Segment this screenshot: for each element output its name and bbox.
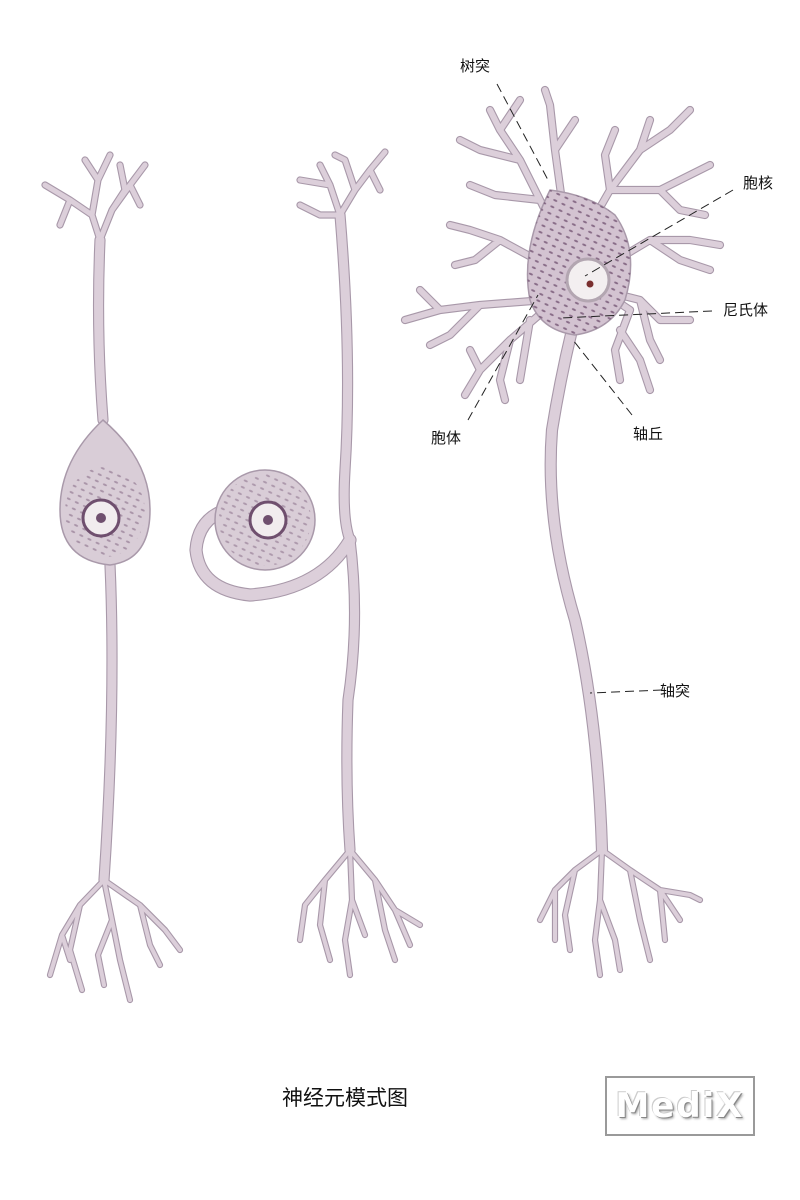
neuron-process: [597, 237, 723, 393]
label-nucleus: 胞核: [743, 174, 774, 192]
neuron-process: [545, 325, 607, 855]
label-cell-body: 胞体: [431, 429, 462, 447]
neuron-process: [99, 560, 117, 885]
medix-logo: MediX: [605, 1076, 755, 1136]
neuron-process: [298, 848, 422, 977]
neuron-process: [402, 222, 558, 403]
leader-nissl-body: [559, 310, 713, 319]
label-nissl-body: 尼氏体: [723, 301, 769, 319]
leader-nucleus: [584, 189, 734, 277]
bipolar-neuron-soma: [59, 418, 151, 566]
leader-dendrite: [496, 83, 549, 181]
pseudounipolar-neuron-soma: [214, 469, 316, 571]
neuron-process: [42, 152, 148, 243]
fiber-fill-layer: [42, 87, 723, 1002]
leader-axon: [589, 689, 663, 694]
logo-text: MediX: [615, 1086, 745, 1126]
leader-axon-hillock: [572, 339, 633, 416]
neuron-process: [297, 149, 388, 218]
leader-lines: [467, 83, 734, 694]
neuron-process: [538, 848, 702, 977]
neuron-process: [94, 235, 108, 425]
label-dendrite: 树突: [460, 57, 491, 75]
label-axon-hillock: 轴丘: [633, 425, 664, 443]
leader-cell-body: [467, 294, 539, 421]
diagram-title: 神经元模式图: [282, 1086, 408, 1110]
neuron-process: [48, 878, 182, 1002]
label-axon: 轴突: [660, 682, 691, 700]
multipolar-neuron-soma: [526, 189, 632, 336]
neuron-process: [190, 504, 356, 601]
neuron-process: [457, 87, 713, 263]
